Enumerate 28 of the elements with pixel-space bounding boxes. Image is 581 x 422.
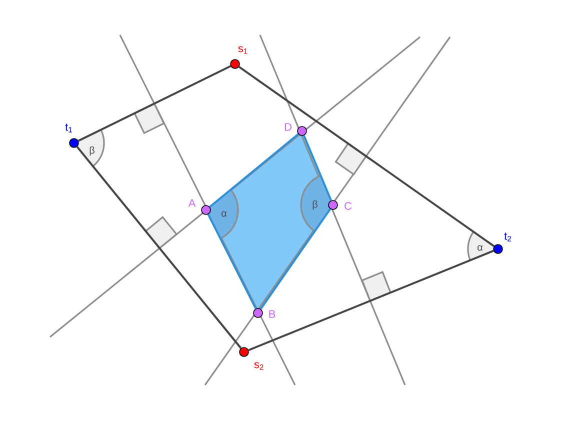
line-segment — [209, 133, 299, 208]
point-label: A — [188, 199, 196, 207]
point — [230, 59, 240, 69]
angle-label: β — [90, 146, 94, 156]
point — [239, 347, 249, 357]
point-label: C — [344, 202, 352, 210]
line-segment — [248, 250, 494, 352]
point — [328, 200, 338, 210]
point — [201, 205, 211, 215]
point-label: D — [284, 123, 292, 131]
point-label: B — [269, 310, 276, 318]
line-segment — [238, 66, 495, 247]
point-label: t$_{1}$ — [65, 124, 72, 132]
line-segment — [260, 208, 332, 310]
line-segment — [302, 135, 332, 201]
angle-label: α — [222, 211, 227, 217]
point-label: s$_{2}$ — [254, 362, 264, 370]
point — [297, 126, 307, 136]
point-label: t$_{2}$ — [504, 232, 512, 242]
point — [493, 244, 503, 254]
point-label: s$_{1}$ — [238, 46, 248, 54]
line-segment — [78, 65, 232, 142]
point — [253, 308, 263, 318]
line-segment — [207, 214, 257, 310]
angle-label: α — [478, 245, 483, 251]
point — [69, 138, 79, 148]
angle-label: β — [312, 200, 318, 210]
line-segment — [76, 146, 242, 349]
